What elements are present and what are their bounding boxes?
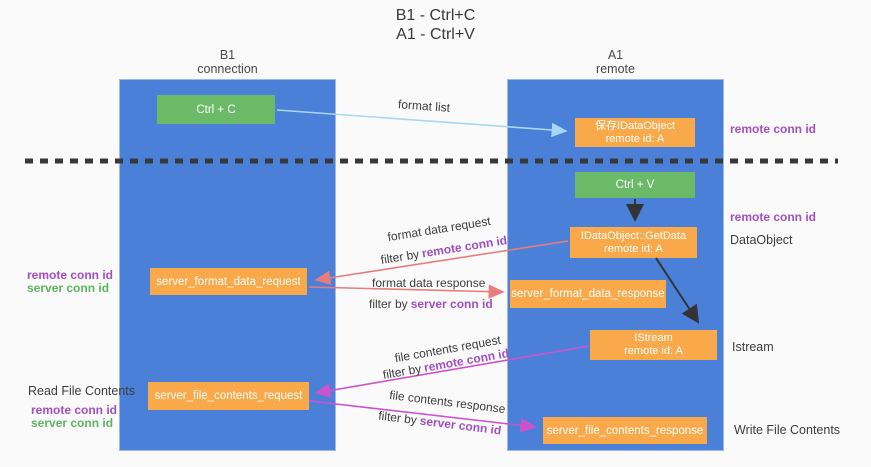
- right-column-name: A1: [607, 48, 624, 62]
- node-getdata-line1: IDataObject::GetData: [580, 229, 687, 242]
- remote-conn-id-text: remote conn id: [420, 233, 509, 261]
- node-server-file-contents-request: server_file_contents_request: [148, 382, 309, 410]
- node-ctrl-c: Ctrl + C: [157, 95, 275, 124]
- node-istream-line1: IStream: [634, 332, 673, 344]
- node-save-dataobject: 保存IDataObject remote id: A: [575, 118, 695, 147]
- edge-label-format-data-response: format data response: [372, 276, 486, 290]
- node-ctrl-c-label: Ctrl + C: [196, 103, 236, 116]
- node-save-dataobject-line1: 保存IDataObject: [594, 119, 676, 132]
- annotation-write-file-contents: Write File Contents: [734, 423, 841, 437]
- node-server-format-data-request: server_format_data_request: [150, 268, 307, 295]
- annotation-left-server-conn-id-1: server conn id: [27, 281, 110, 295]
- node-file-response-label: server_file_contents_response: [546, 424, 704, 437]
- node-ctrl-v-label: Ctrl + V: [615, 179, 655, 191]
- node-format-response-label: server_format_data_response: [511, 288, 665, 300]
- node-save-dataobject-line2: remote id: A: [605, 132, 665, 145]
- annotation-left-server-conn-id-2: server conn id: [31, 416, 114, 430]
- node-istream-line2: remote id: A: [624, 345, 683, 357]
- annotation-remote-conn-id-top: remote conn id: [730, 122, 817, 136]
- right-column-header: A1 remote: [507, 48, 724, 76]
- node-getdata-line2: remote id: A: [604, 242, 663, 255]
- right-column-subtitle: remote: [596, 62, 635, 76]
- annotation-dataobject: DataObject: [730, 233, 793, 247]
- node-idataobject-getdata: IDataObject::GetData remote id: A: [570, 227, 697, 258]
- title-line-1: B1 - Ctrl+C: [395, 7, 476, 24]
- node-format-request-label: server_format_data_request: [156, 275, 301, 288]
- filter-by-text: filter by: [377, 408, 418, 428]
- title-line-2: A1 - Ctrl+V: [396, 26, 475, 43]
- annotation-istream: Istream: [732, 340, 774, 354]
- edge-label-format-list: format list: [397, 97, 451, 115]
- annotation-read-file-contents: Read File Contents: [28, 384, 136, 398]
- server-conn-id-text: server conn id: [418, 413, 503, 438]
- annotation-left-remote-conn-id-1: remote conn id: [27, 268, 114, 282]
- filter-by-text: filter by: [369, 297, 408, 311]
- left-column-subtitle: connection: [197, 62, 258, 76]
- left-column-header: B1 connection: [119, 48, 336, 76]
- annotation-left-remote-conn-id-2: remote conn id: [31, 403, 118, 417]
- annotation-remote-conn-id-mid: remote conn id: [730, 210, 817, 224]
- diagram-title: B1 - Ctrl+C A1 - Ctrl+V: [0, 6, 871, 44]
- filter-by-text: filter by: [379, 247, 421, 267]
- node-server-file-contents-response: server_file_contents_response: [543, 417, 707, 444]
- node-file-request-label: server_file_contents_request: [154, 390, 303, 402]
- left-column-name: B1: [219, 48, 236, 62]
- node-server-format-data-response: server_format_data_response: [510, 280, 666, 308]
- node-ctrl-v: Ctrl + V: [575, 172, 695, 198]
- filter-by-text: filter by: [381, 361, 423, 382]
- node-istream: IStream remote id: A: [590, 330, 717, 360]
- server-conn-id-text: server conn id: [410, 297, 493, 311]
